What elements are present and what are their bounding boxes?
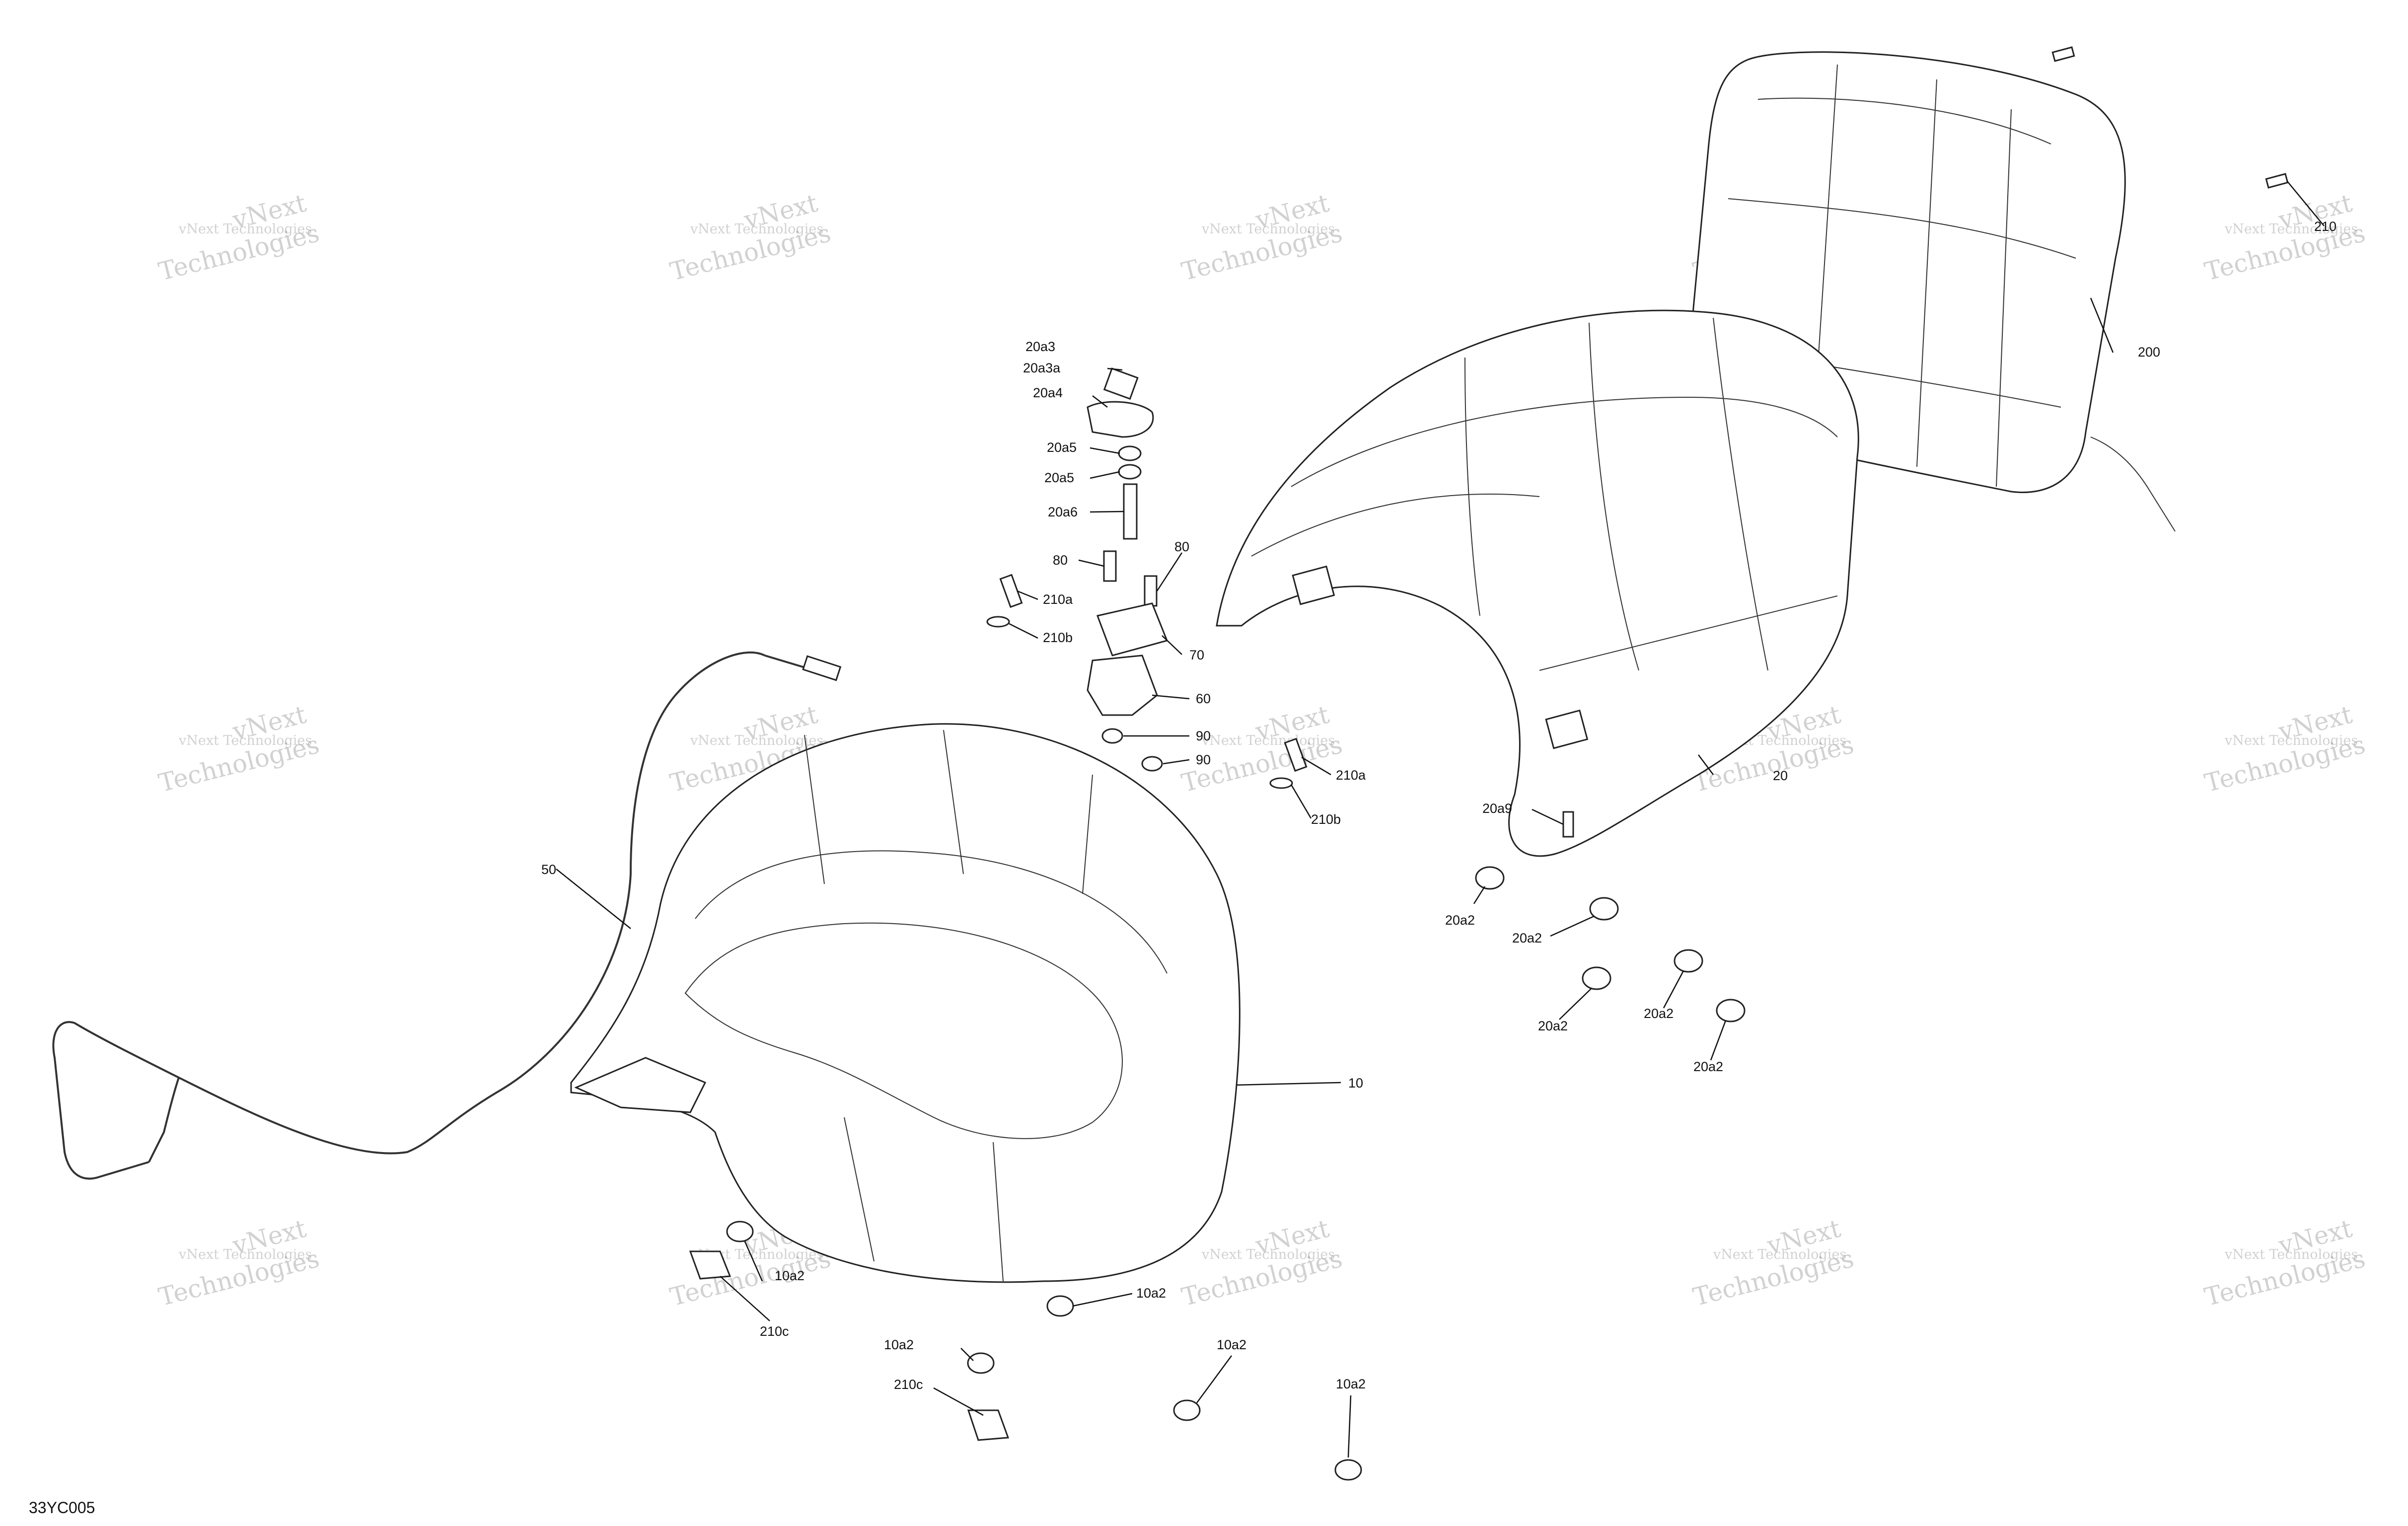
callout-20a6: 20a6 (1048, 505, 1078, 519)
callout-90: 90 (1196, 728, 1211, 743)
callout-210b: 210b (1043, 630, 1073, 645)
watermark: vNext Technologies vNext Technologies (1179, 189, 1345, 287)
callout-10a2: 10a2 (1217, 1337, 1246, 1352)
leader-lines (556, 180, 2325, 1458)
svg-text:vNext Technologies: vNext Technologies (2224, 221, 2358, 237)
hardware-parts (689, 46, 2289, 1481)
callout-210b: 210b (1311, 812, 1341, 827)
svg-text:vNext Technologies: vNext Technologies (1201, 221, 1335, 237)
callout-10a2: 10a2 (775, 1268, 804, 1283)
callout-210a: 210a (1043, 592, 1073, 607)
svg-text:vNext Technologies: vNext Technologies (1201, 733, 1335, 748)
callout-10a2: 10a2 (884, 1337, 914, 1352)
callout-20a2: 20a2 (1512, 931, 1542, 945)
cable-part (52, 651, 842, 1180)
passenger-seat-part (1216, 309, 1859, 857)
callout-20a2: 20a2 (1445, 913, 1475, 928)
callout-80: 80 (1174, 539, 1189, 554)
svg-text:vNext Technologies: vNext Technologies (178, 221, 312, 237)
callout-210c: 210c (894, 1377, 923, 1392)
figure-code: 33YC005 (29, 1499, 95, 1517)
svg-text:vNext Technologies: vNext Technologies (2224, 733, 2358, 748)
watermark: vNext Technologies vNext Technologies (1179, 700, 1345, 798)
svg-text:vNext Technologies: vNext Technologies (178, 733, 312, 748)
rider-seat-part (570, 723, 1240, 1283)
callout-20a5: 20a5 (1044, 470, 1074, 485)
watermark: vNext Technologies vNext Technologies (2202, 189, 2368, 287)
callout-20a2: 20a2 (1693, 1059, 1723, 1074)
callout-20a2: 20a2 (1644, 1006, 1674, 1021)
callout-20: 20 (1773, 768, 1788, 783)
callout-10a2: 10a2 (1336, 1377, 1366, 1391)
svg-text:vNext Technologies: vNext Technologies (2224, 1247, 2358, 1262)
callout-20a3a: 20a3a (1023, 361, 1061, 375)
callout-20a4: 20a4 (1033, 385, 1063, 400)
svg-text:vNext Technologies: vNext Technologies (690, 733, 823, 748)
callout-80: 80 (1053, 553, 1068, 568)
callout-20a5: 20a5 (1047, 440, 1077, 455)
callout-10: 10 (1348, 1076, 1363, 1090)
watermark: vNext Technologies vNext Technologies (156, 1214, 322, 1312)
callout-210c: 210c (760, 1324, 789, 1339)
watermark: vNext Technologies vNext Technologies (1690, 1214, 1857, 1312)
watermark: vNext Technologies vNext Technologies (156, 700, 322, 798)
callout-10a2: 10a2 (1136, 1286, 1166, 1301)
callout-70: 70 (1189, 648, 1204, 662)
callout-50: 50 (541, 862, 556, 877)
callout-200: 200 (2138, 345, 2160, 360)
watermark: vNext Technologies vNext Technologies (2202, 700, 2368, 798)
callout-labels: 20a3 20a3a 20a4 20a5 20a5 20a6 80 80 210… (541, 219, 2336, 1392)
watermark: vNext Technologies vNext Technologies (2202, 1214, 2368, 1312)
svg-text:vNext Technologies: vNext Technologies (1201, 1247, 1335, 1262)
svg-text:vNext Technologies: vNext Technologies (690, 221, 823, 237)
callout-210: 210 (2314, 219, 2336, 234)
callout-20a3: 20a3 (1025, 339, 1055, 354)
callout-210a: 210a (1336, 768, 1366, 783)
callout-60: 60 (1196, 691, 1211, 706)
watermark: vNext Technologies vNext Technologies (156, 189, 322, 287)
callout-20a9: 20a9 (1482, 801, 1512, 816)
callout-90: 90 (1196, 752, 1211, 767)
callout-20a2: 20a2 (1538, 1018, 1568, 1033)
svg-text:vNext Technologies: vNext Technologies (1713, 1247, 1846, 1262)
svg-text:vNext Technologies: vNext Technologies (178, 1247, 312, 1262)
watermark: vNext Technologies vNext Technologies (667, 189, 834, 287)
